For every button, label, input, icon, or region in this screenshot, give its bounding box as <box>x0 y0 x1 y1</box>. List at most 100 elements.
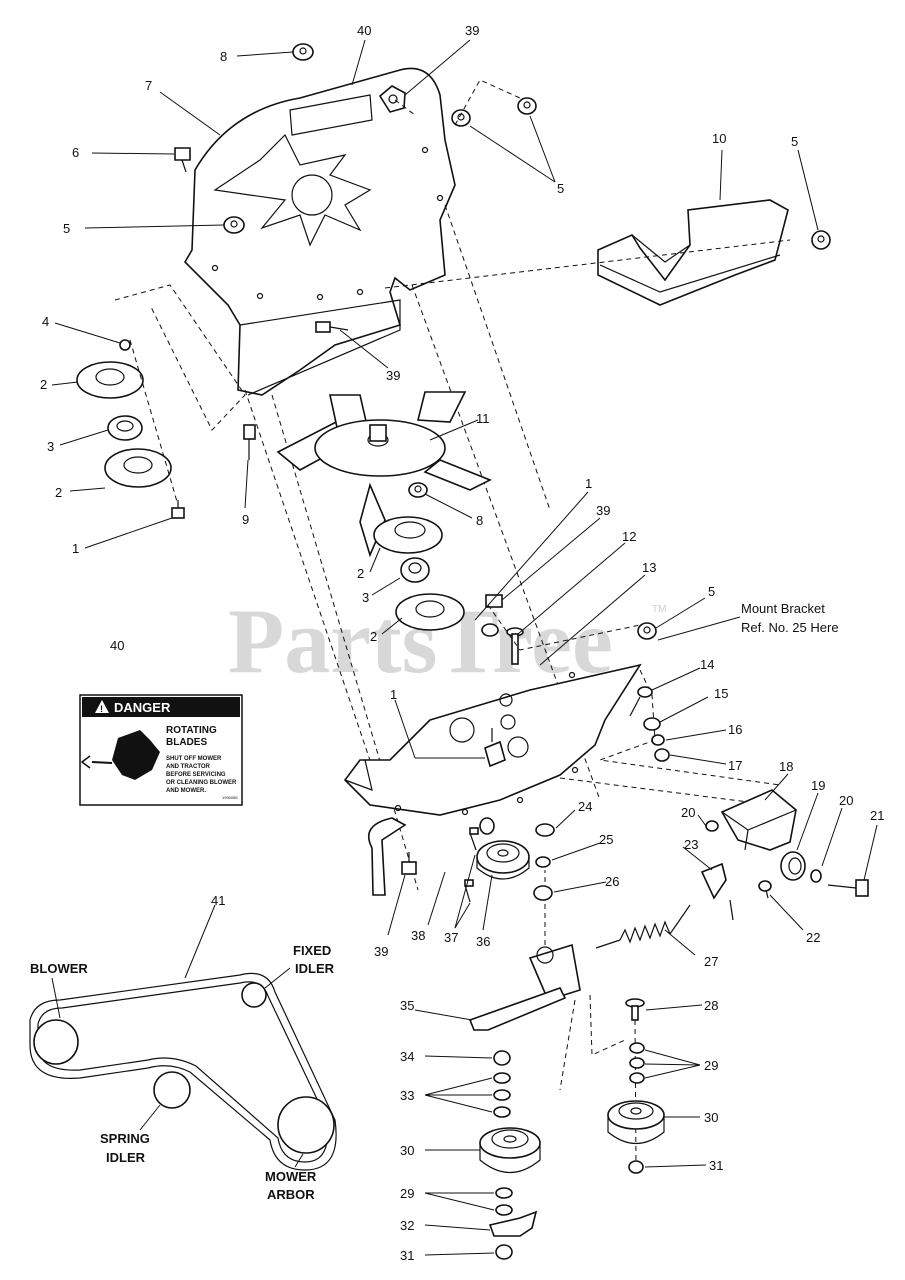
callout-3: 3 <box>47 439 54 454</box>
callout-37: 37 <box>444 930 458 945</box>
callout-16: 16 <box>728 722 742 737</box>
callout-39: 39 <box>374 944 388 959</box>
impeller <box>276 391 492 558</box>
callout-20: 20 <box>839 793 853 808</box>
callout-20: 20 <box>681 805 695 820</box>
callout-29: 29 <box>400 1186 414 1201</box>
callout-40: 40 <box>110 638 124 653</box>
callout-33: 33 <box>400 1088 414 1103</box>
callout-32: 32 <box>400 1218 414 1233</box>
nut-5-deflector <box>811 230 831 250</box>
callout-5: 5 <box>791 134 798 149</box>
bolt-9 <box>243 424 256 460</box>
callout-19: 19 <box>811 778 825 793</box>
dash-left-bracket <box>114 284 246 431</box>
callout-14: 14 <box>700 657 714 672</box>
callout-41: 41 <box>211 893 225 908</box>
deflector-chute <box>597 199 789 306</box>
decal-instr2: AND TRACTOR <box>166 764 211 770</box>
pulley-36 <box>476 840 530 880</box>
spacer-24 <box>535 823 555 837</box>
callout-39: 39 <box>386 368 400 383</box>
decal-instr3: BEFORE SERVICING <box>166 772 226 778</box>
washers-29-right <box>629 1042 645 1084</box>
pulley-30-right <box>607 1100 665 1144</box>
nut-17 <box>654 748 670 762</box>
callout-25: 25 <box>599 832 613 847</box>
washer-15 <box>643 717 661 731</box>
nut-31-left <box>495 1244 513 1260</box>
callout-7: 7 <box>145 78 152 93</box>
decal-line2: BLADES <box>166 737 207 748</box>
callout-6: 6 <box>72 145 79 160</box>
callout-39: 39 <box>465 23 479 38</box>
bolt-6 <box>174 147 191 173</box>
washer-20-left <box>705 820 719 832</box>
label-mower-2: ARBOR <box>267 1187 315 1202</box>
callout-23: 23 <box>684 837 698 852</box>
label-blower: BLOWER <box>30 961 88 976</box>
bolt-28 <box>625 998 645 1021</box>
callout-10: 10 <box>712 131 726 146</box>
callout-2: 2 <box>370 629 377 644</box>
flange-2-mid-top <box>373 516 443 554</box>
callout-30: 30 <box>400 1143 414 1158</box>
callout-1: 1 <box>72 541 79 556</box>
washer-25 <box>535 856 551 868</box>
decal-instr5: AND MOWER. <box>166 788 206 794</box>
bolt-21 <box>827 879 869 897</box>
danger-decal: ! DANGER ROTATING BLADES SHUT OFF MOWER … <box>79 694 243 806</box>
nut-26 <box>533 885 553 901</box>
decal-instr1: SHUT OFF MOWER <box>166 756 222 762</box>
spring-27 <box>595 904 691 949</box>
decal-line1: ROTATING <box>166 725 217 736</box>
blower-pulley <box>33 1019 79 1065</box>
nuts-5-right <box>451 97 537 127</box>
callout-21: 21 <box>870 808 884 823</box>
spring-idler-pulley <box>153 1071 191 1109</box>
bolt-1-plate <box>484 728 506 768</box>
callout-9: 9 <box>242 512 249 527</box>
bearing-3-mid <box>400 557 430 583</box>
callouts: 8 40 39 7 6 5 5 10 5 4 2 3 2 1 9 39 11 8… <box>40 23 884 1263</box>
callout-13: 13 <box>642 560 656 575</box>
callout-1: 1 <box>390 687 397 702</box>
hand-icon <box>80 730 160 780</box>
svg-text:!: ! <box>100 704 103 714</box>
callout-2: 2 <box>55 485 62 500</box>
pulley-30-left <box>479 1127 541 1173</box>
callout-26: 26 <box>605 874 619 889</box>
callout-8: 8 <box>476 513 483 528</box>
washer-20-right <box>810 869 822 883</box>
label-fixed-1: FIXED <box>293 943 331 958</box>
bolt-39-mid <box>315 321 349 333</box>
bolt-39-top <box>378 85 406 113</box>
callout-22: 22 <box>806 930 820 945</box>
callout-35: 35 <box>400 998 414 1013</box>
callout-1: 1 <box>585 476 592 491</box>
callout-18: 18 <box>779 759 793 774</box>
callout-39: 39 <box>596 503 610 518</box>
nut-small-left <box>119 339 131 351</box>
bracket-18 <box>720 789 797 851</box>
watermark-tm: TM <box>652 604 666 615</box>
bolts-37 <box>464 827 479 903</box>
note-mount-bracket: Mount Bracket <box>741 601 825 616</box>
label-spring-1: SPRING <box>100 1131 150 1146</box>
bolt-14 <box>629 686 653 717</box>
decal-title: DANGER <box>114 700 171 715</box>
bolt-39-right <box>481 594 503 637</box>
callout-29: 29 <box>704 1058 718 1073</box>
nut-5-left <box>223 216 245 234</box>
callout-4: 4 <box>42 314 49 329</box>
nut-5-plate <box>637 622 657 640</box>
callout-2: 2 <box>357 566 364 581</box>
label-mower-1: MOWER <box>265 1169 317 1184</box>
callout-38: 38 <box>411 928 425 943</box>
clip-38 <box>479 817 495 835</box>
lockwasher-16 <box>651 734 665 746</box>
callout-8: 8 <box>220 49 227 64</box>
decal-instr4: OR CLEANING BLOWER <box>166 780 237 786</box>
callout-5: 5 <box>63 221 70 236</box>
